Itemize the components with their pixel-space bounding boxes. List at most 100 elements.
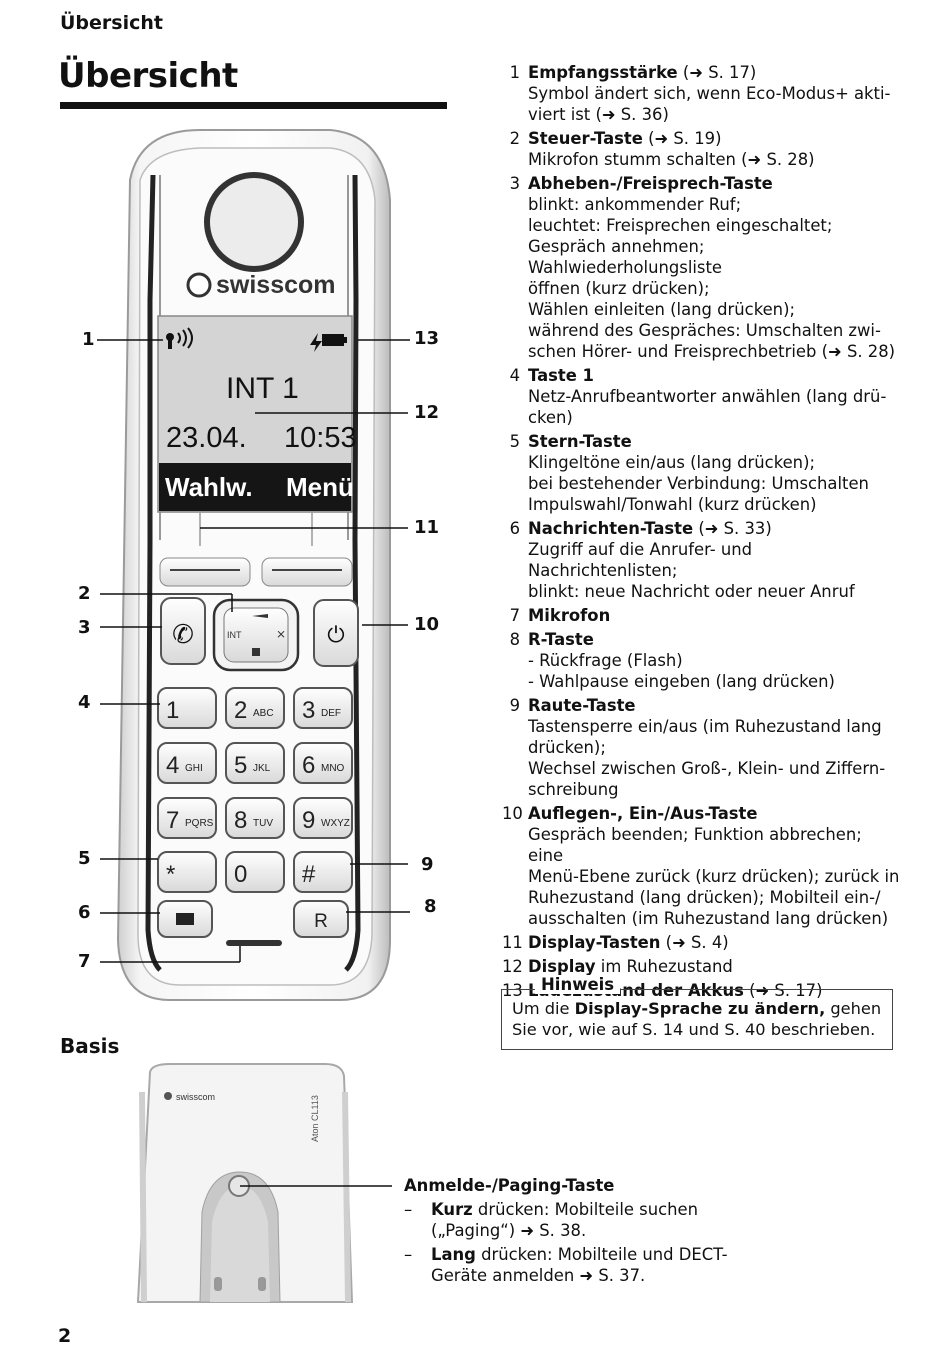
callout-1: 1 [82,329,95,350]
softkey-label-right: Menü [286,472,354,502]
legend-description-line: Gespräch annehmen; Wahlwiederholungslist… [528,237,722,277]
legend-description-line: Wählen einleiten (lang drücken); [528,300,795,319]
talk-key[interactable] [160,597,206,665]
paging-button-description: Anmelde-/Paging-Taste – Kurz drücken: Mo… [404,1175,764,1286]
page-title: Übersicht [58,56,238,96]
r-key[interactable] [293,900,349,938]
key-hash[interactable]: # [293,851,353,893]
signal-icon [166,327,193,349]
key-6[interactable]: 6 MNO [293,742,353,784]
microphone [226,940,282,946]
key-digit: 4 [166,752,179,779]
legend-description-line: - Wahlpause eingeben (lang drücken) [528,672,835,691]
title-rule [60,102,447,109]
legend-number: 6 [509,519,520,538]
hint-box [501,989,893,1050]
legend-title: Display-Tasten [528,933,661,952]
paging-callout-line [240,1185,392,1187]
key-0[interactable]: 0 [225,851,285,893]
legend-title: Raute-Taste [528,696,636,715]
key-digit: 5 [234,752,247,779]
legend-description-line: schen Hörer- und Freisprechbetrieb (➜ S.… [528,342,896,361]
legend-title: R-Taste [528,630,594,649]
legend-item: 6 Nachrichten-Taste (➜ S. 33) Zugriff auf … [502,518,902,602]
legend-reference: im Ruhezustand [595,957,733,976]
base-brand: swisscom [176,1092,215,1102]
mute-microphone-icon: ⨯ [276,627,286,641]
hint-title: Hinweis [535,975,621,994]
key-digit: * [166,861,175,888]
legend-description-line: blinkt: neue Nachricht oder neuer Anruf [528,582,855,601]
legend-description-line: Zugriff auf die Anrufer- und Nachrichten… [528,540,753,580]
legend-description-line: öffnen (kurz drücken); [528,279,710,298]
end-key[interactable] [313,599,359,667]
legend-title: Display [528,957,596,976]
legend-description-line: bei bestehender Verbindung: Umschalten [528,474,869,493]
display-line1: INT 1 [226,372,299,405]
legend-title: Steuer-Taste [528,129,643,148]
key-letters: WXYZ [321,818,350,829]
legend-description-line: leuchtet: Freisprechen eingeschaltet; [528,216,833,235]
callout-11: 11 [414,517,440,538]
legend-description-line: Symbol ändert sich, wenn Eco-Modus+ akti… [528,84,891,103]
legend-description-line: Ruhezustand (lang drücken); Mobilteil ei… [528,888,881,907]
callout-6: 6 [78,902,91,923]
legend-number: 3 [509,174,520,193]
paging-item-short: – Kurz drücken: Mobilteile suchen(„Pagin… [404,1200,698,1240]
key-letters: MNO [321,763,345,774]
legend-reference: (➜ S. 19) [642,129,722,148]
callout-5: 5 [78,848,91,869]
legend-number: 7 [509,606,520,625]
legend-description-line: - Rückfrage (Flash) [528,651,683,670]
legend-reference: (➜ S. 17) [677,63,757,82]
legend-title: Mikrofon [528,606,611,625]
legend-title: Empfangsstärke [528,63,678,82]
key-digit: 2 [234,697,247,724]
legend-title: Abheben-/Freisprech-Taste [528,174,773,193]
legend-title: Taste 1 [528,366,594,385]
legend-title: Auflegen-, Ein-/Aus-Taste [528,804,758,823]
callout-7: 7 [78,951,91,972]
key-letters: DEF [321,708,341,719]
display-key-right[interactable] [261,557,353,587]
legend-description-line: Impulswahl/Tonwahl (kurz drücken) [528,495,817,514]
key-digit: 6 [302,752,315,779]
key-letters: TUV [253,818,273,829]
legend-number: 10 [502,804,523,823]
page-number: 2 [58,1325,72,1347]
key-digit: # [302,861,316,888]
legend-title: Nachrichten-Taste [528,519,694,538]
legend-description-line: cken) [528,408,573,427]
legend-title: Stern-Taste [528,432,632,451]
key-1[interactable]: 1 [157,687,217,729]
key-letters: PQRS [185,818,214,829]
callout-2: 2 [78,583,91,604]
legend-item: 7 Mikrofon [502,605,902,626]
callout-9: 9 [421,854,434,875]
callout-13: 13 [414,328,440,349]
callout-12: 12 [414,402,440,423]
display-key-left[interactable] [159,557,251,587]
legend-reference: (➜ S. 33) [693,519,772,538]
display-date: 23.04. [166,422,247,454]
legend-description-line: schreibung [528,780,619,799]
base-model: Aton CL113 [310,1095,320,1142]
battery-icon [310,333,347,352]
basis-heading: Basis [60,1034,120,1058]
legend-number: 2 [509,129,520,148]
handset-illustration: swisscom INT 1 23.04. 10:53 Wahlw. Menü … [97,129,410,1001]
softkey-label-left: Wahlw. [165,472,253,502]
legend-reference: (➜ S. 4) [660,933,729,952]
legend-description-line: Tastensperre ein/aus (im Ruhezustand lan… [528,717,882,736]
key-star[interactable]: * [157,851,217,893]
